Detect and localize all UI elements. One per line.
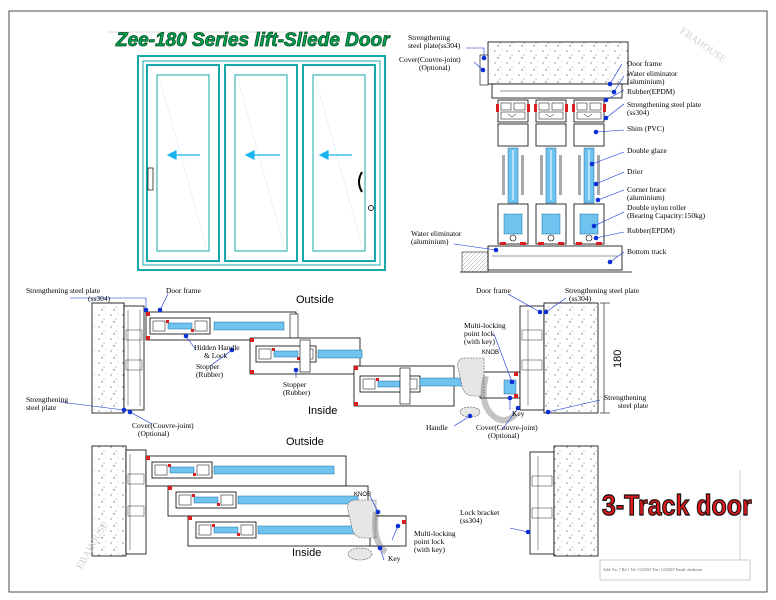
callout-shim: Shim (PVC) [627, 124, 665, 133]
vertical-section [453, 41, 632, 273]
callout-door-frame-left: Door frame [166, 286, 201, 295]
callout-key-top: Key [512, 409, 525, 418]
door-elevation [108, 31, 390, 271]
callout-water-eliminator-top: Water eliminator(aluminium) [627, 69, 678, 86]
callout-double-glaze: Double glaze [627, 146, 667, 155]
callout-roller: Double nylon roller(Bearing Capacity:150… [627, 203, 706, 220]
callout-stopper-2: Stopper(Rubber) [283, 380, 311, 397]
callout-cover-top: Cover(Couvre-joint)(Optional) [399, 55, 461, 72]
product-label: 3-Track door [601, 489, 752, 522]
horizontal-section-top [59, 293, 610, 431]
callout-cover-right: Cover(Couvre-joint)(Optional) [476, 423, 538, 440]
callout-rubber-top: Rubber(EPDM) [627, 87, 675, 96]
callout-knob-top: KNOB [482, 350, 500, 356]
callout-bottom-track: Bottom track [627, 247, 667, 256]
callout-corner-brace: Corner brace(aluminium) [627, 185, 666, 202]
callout-stopper-1: Stopper(Rubber) [196, 362, 224, 379]
callout-strengthening-right: Strengthening steel plate(ss304) [627, 100, 702, 117]
callout-water-eliminator-left: Water eliminator(aluminium) [411, 229, 462, 246]
callout-drier: Drier [627, 167, 643, 176]
callout-steel-left: Strengthening steel plate(ss304) [26, 286, 111, 303]
callout-handle: Handle [426, 423, 448, 432]
inside-label-top: Inside [308, 405, 338, 417]
drawing-title: Zee-180 Series lift-Sliede Door [116, 30, 390, 52]
callout-steel-right: Strengthening steel plate(ss304) [565, 286, 640, 303]
outside-label-top: Outside [296, 294, 334, 306]
callout-rubber-bottom: Rubber(EPDM) [627, 226, 675, 235]
callout-door-frame-top: Door frame [627, 59, 662, 68]
callout-knob-bottom: KNOB [354, 492, 372, 498]
callout-lock-bracket: Lock bracket(ss304) [460, 508, 500, 525]
footer-note: Add: No. 7 Rd 1 Tel: 1234567 Fax: 123456… [603, 567, 703, 572]
callout-hidden-handle: Hidden Handle& Lock [194, 343, 240, 360]
inside-label-bottom: Inside [292, 547, 322, 559]
dimension-label: 180 [612, 349, 624, 368]
callout-key-bottom: Key [388, 554, 401, 563]
outside-label-bottom: Outside [286, 436, 324, 448]
horizontal-section-bottom [91, 445, 599, 561]
callout-door-frame-right: Door frame [476, 286, 511, 295]
callout-cover-left: Cover(Couvre-joint)(Optional) [132, 421, 194, 438]
